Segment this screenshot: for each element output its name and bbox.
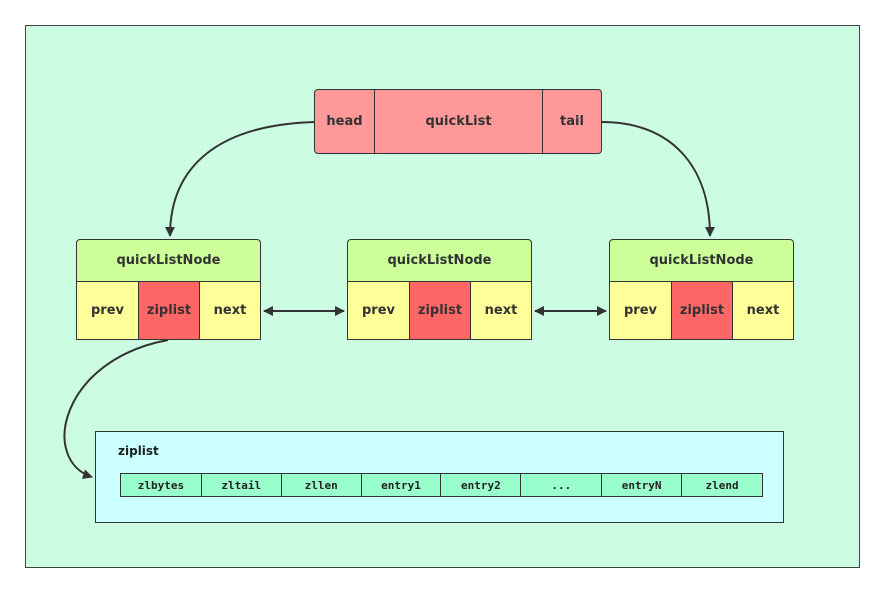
head-to-first-node-arrow: [165, 121, 315, 237]
ziplist-field-entryN: entryN: [602, 473, 683, 497]
ziplist-pointer-arrow: [63, 339, 169, 479]
node-1-next: next: [199, 281, 261, 340]
ziplist-field-entry2: entry2: [441, 473, 522, 497]
node-1-prev: prev: [76, 281, 139, 340]
ziplist-field-zllen: zllen: [281, 473, 362, 497]
ziplist-fields-row: zlbytes zltail zllen entry1 entry2 ... e…: [120, 473, 763, 497]
node-3-next: next: [732, 281, 794, 340]
ziplist-field-zltail: zltail: [201, 473, 282, 497]
ziplist-title: ziplist: [118, 444, 159, 458]
tail-to-last-node-arrow: [601, 121, 715, 237]
node-2-next: next: [470, 281, 532, 340]
quicklist-head-field: head: [314, 89, 375, 154]
ziplist-field-zlend: zlend: [682, 473, 763, 497]
quicklist-tail-field: tail: [542, 89, 602, 154]
node-3-title: quickListNode: [609, 239, 794, 282]
node-2-ziplist: ziplist: [409, 281, 471, 340]
node-2-title: quickListNode: [347, 239, 532, 282]
ziplist-field-zlbytes: zlbytes: [120, 473, 202, 497]
node-2-prev: prev: [347, 281, 410, 340]
node-3-prev: prev: [609, 281, 672, 340]
node-3-ziplist: ziplist: [671, 281, 733, 340]
ziplist-field-entry1: entry1: [361, 473, 442, 497]
ziplist-field-ellipsis: ...: [521, 473, 603, 497]
